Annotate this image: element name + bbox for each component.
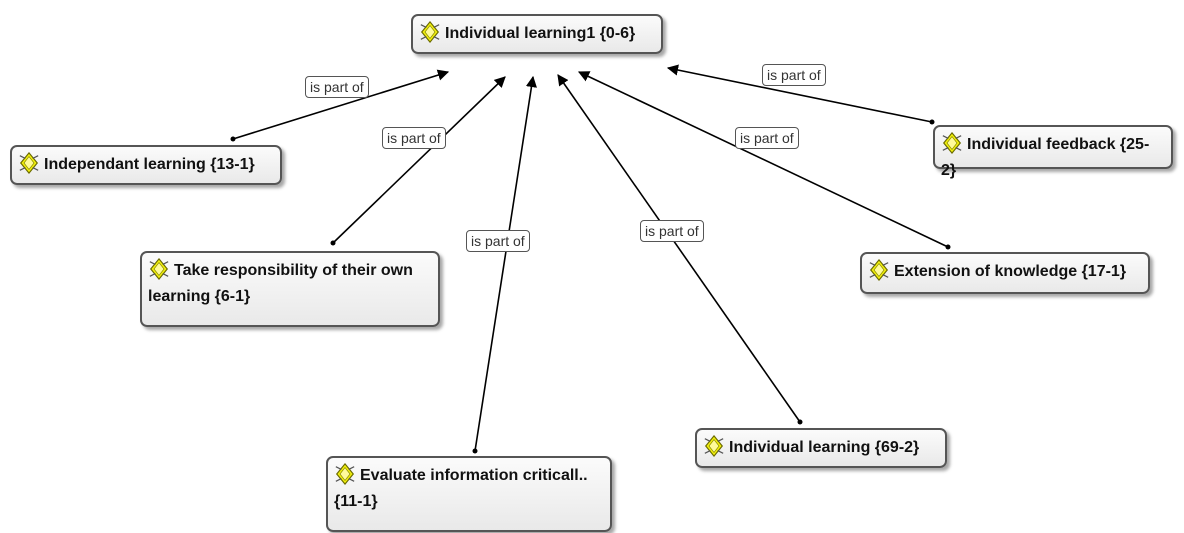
edge-label-evaluate[interactable]: is part of [466,230,530,252]
node-extension-of-knowledge-label: Extension of knowledge {17-1} [894,263,1127,280]
edge-label-take-responsibility[interactable]: is part of [382,127,446,149]
node-take-responsibility-label: Take responsibility of their own learnin… [148,262,413,305]
edge-individual-learning [557,74,803,425]
node-individual-learning[interactable]: Individual learning {69-2} [695,428,947,468]
edge-independant [230,69,450,142]
code-node-icon [942,132,962,154]
node-evaluate-information-label: Evaluate information criticall.. {11-1} [334,467,588,510]
node-independant-learning[interactable]: Independant learning {13-1} [10,145,282,185]
edge-label-independant[interactable]: is part of [305,76,369,98]
edge-evaluate [472,75,537,454]
node-independant-learning-label: Independant learning {13-1} [44,156,255,173]
edge-label-extension[interactable]: is part of [735,127,799,149]
node-root-label: Individual learning1 {0-6} [445,25,636,42]
edge-label-feedback[interactable]: is part of [762,64,826,86]
code-node-icon [420,21,440,43]
node-individual-feedback[interactable]: Individual feedback {25-2} [933,125,1173,179]
node-individual-learning-label: Individual learning {69-2} [729,439,920,456]
code-node-icon [19,152,39,174]
code-node-icon [149,258,169,280]
code-node-icon [704,435,724,457]
node-root[interactable]: Individual learning1 {0-6} [411,14,663,54]
edge-label-individual-learning[interactable]: is part of [640,220,704,242]
node-take-responsibility[interactable]: Take responsibility of their own learnin… [140,251,440,327]
node-extension-of-knowledge[interactable]: Extension of knowledge {17-1} [860,252,1150,294]
node-evaluate-information[interactable]: Evaluate information criticall.. {11-1} [326,456,612,532]
code-node-icon [869,259,889,281]
edge-extension [577,71,951,250]
code-node-icon [335,463,355,485]
edge-feedback [666,64,935,125]
edge-take-responsibility [330,76,506,246]
node-individual-feedback-label: Individual feedback {25-2} [941,136,1150,179]
